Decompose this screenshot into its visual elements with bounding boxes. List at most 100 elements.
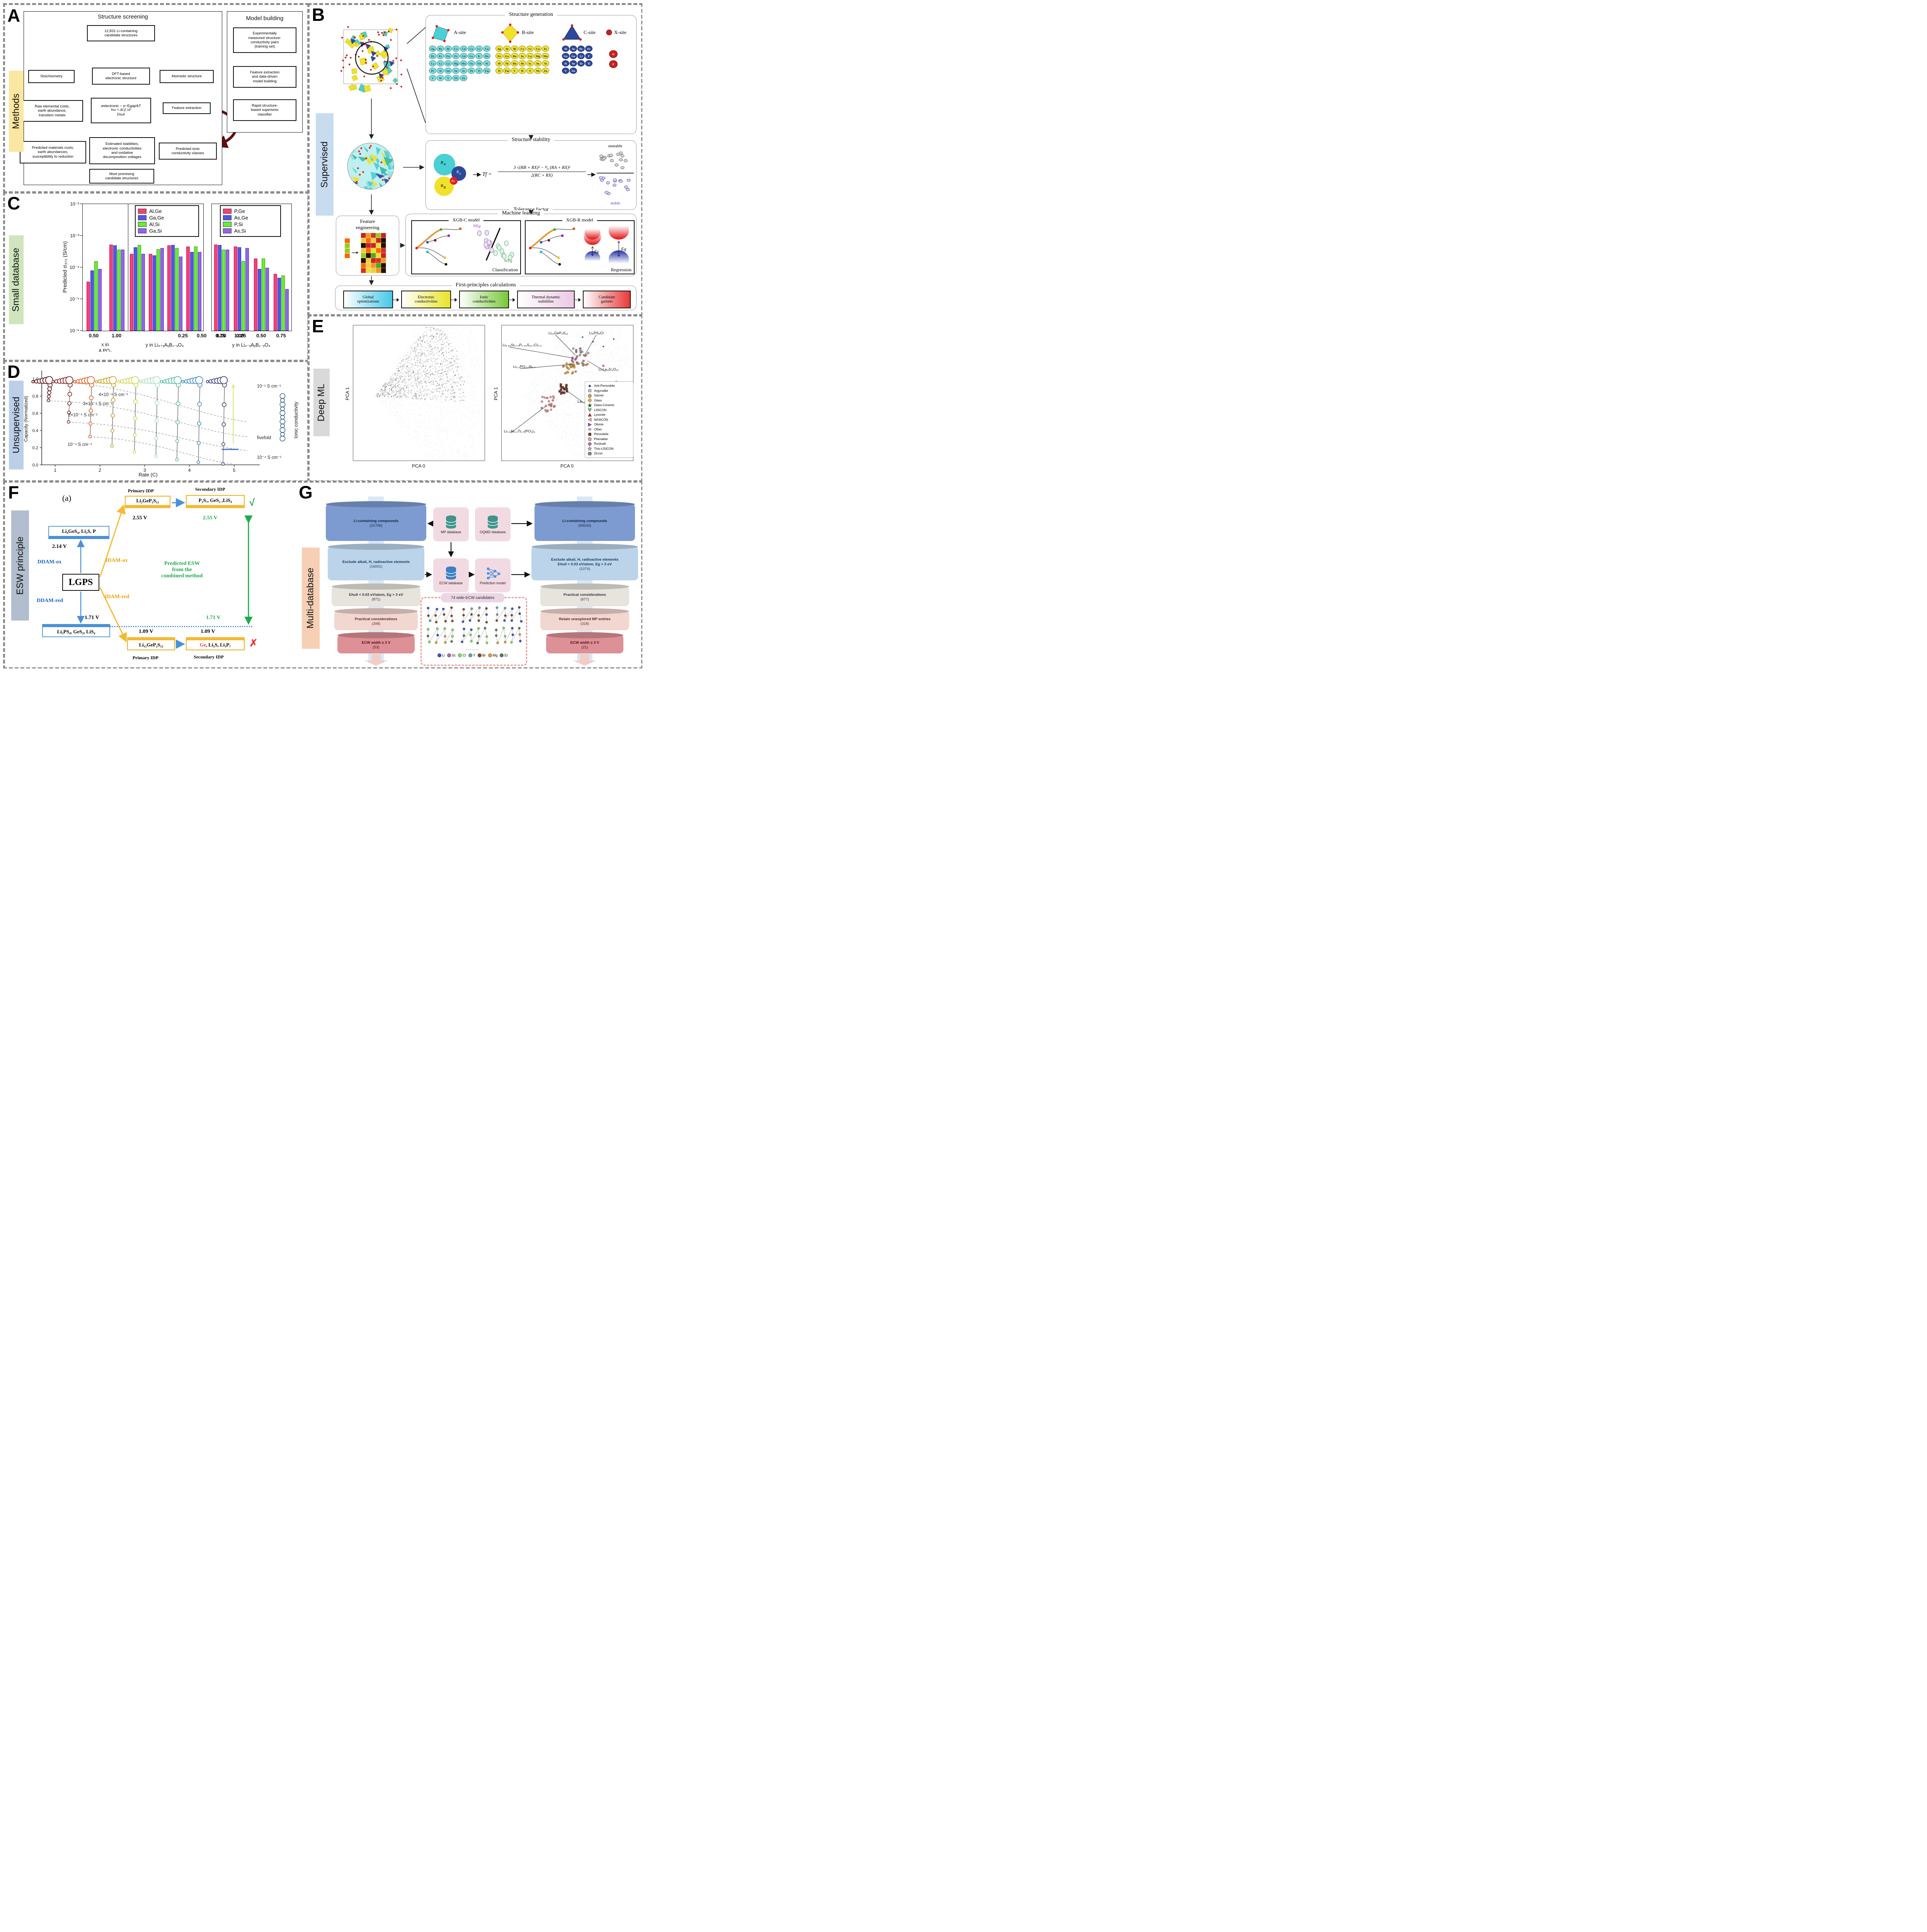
element-chip-Al: Al: [503, 46, 511, 52]
stage-line1: Li-containing compounds: [353, 519, 399, 524]
element-dot-Er: [500, 653, 504, 657]
element-label: Li: [442, 653, 445, 657]
element-chip-Co: Co: [519, 46, 526, 52]
f-ge-red: Ge: [199, 642, 206, 648]
element-chip-Mn: Mn: [542, 53, 549, 59]
bar-y in Li₄₋ᵧAᵧB₁₋ᵧO₄-0.25-1: [238, 247, 242, 331]
phase-legend-label: Zircon: [594, 452, 603, 455]
structure-stability-title: Structure stability: [508, 137, 554, 143]
g-left-stage-2: Ehull < 0.03 eV/atom, Eg > 3 eV(871): [332, 586, 420, 606]
phase-legend-item-Rocksalt: Rocksalt: [587, 442, 631, 446]
ellipse-marker-icon: [588, 428, 591, 431]
element-chip-V: V: [562, 68, 569, 74]
feature-extraction-box: Feature extraction: [163, 102, 211, 114]
element-chip-Ca: Ca: [452, 46, 460, 52]
bar-y in Li₄₊ᵧAᵧB₁₋ᵧO₄-1.00-1: [190, 252, 194, 331]
element-chip-Ag: Ag: [495, 46, 503, 52]
stage-line1: Exclude alkali, H, radioactive elements: [342, 560, 410, 565]
c-caption1: x in: [101, 342, 109, 347]
legend-item-Ga,Si: Ga,Si: [138, 228, 196, 234]
element-legend-Br: Br: [477, 653, 486, 657]
bar-y in Li₄₋ᵧAᵧB₁₋ᵧO₄-0.75-3: [285, 289, 289, 331]
c-xtick-0.75: 0.75: [215, 333, 225, 338]
c-xtick-1.00: 1.00: [111, 333, 122, 338]
element-chip-Si: Si: [437, 68, 444, 74]
f-v171-right: 1.71 V: [206, 615, 221, 621]
phase-legend-label: Other: [594, 427, 602, 431]
element-chip-Yb: Yb: [534, 68, 541, 74]
a-site-label: A-site: [454, 29, 466, 35]
legend-label: Al,Ge: [149, 208, 162, 214]
element-chip-Cr: Cr: [475, 46, 483, 52]
svg-text:Capacity (Normalized): Capacity (Normalized): [23, 396, 29, 442]
element-dot-Br: [477, 653, 482, 657]
triangle-up-marker-icon: [587, 413, 592, 417]
bar-y in Li₄₊ᵧAᵧB₁₋ᵧO₄-0.25-1: [134, 247, 138, 331]
element-chip-Lu: Lu: [526, 53, 534, 59]
f-dotted-line: [110, 626, 252, 627]
structure-generation-box: Structure generation A-site B-site C-sit…: [426, 12, 637, 134]
f-li15-box: Li₁₅GeP₂S₁₂: [127, 637, 175, 650]
garnet-crystal-structure: [340, 26, 402, 93]
element-chip-Tm: Tm: [483, 68, 490, 74]
svg-text:Eg: Eg: [594, 250, 599, 254]
c-ytick-1: 10⁻³: [70, 233, 79, 238]
stage-line1: Retain unexplored MP entries: [559, 617, 611, 622]
element-chip-F: F: [609, 60, 618, 68]
element-legend-Er: Er: [500, 653, 508, 657]
bar-y in Li₄₊ᵧAᵧB₁₋ᵧO₄-0.25-2: [138, 245, 141, 331]
e-xlabel-left: PCA 0: [412, 463, 426, 469]
phase-legend-label: LISICON: [594, 408, 607, 412]
bar-y in Li₄₊ᵧAᵧB₁₋ᵧO₄-1.00-0: [186, 247, 190, 331]
c-xtick-0.75: 0.75: [276, 333, 286, 338]
bar-x in-0.50-0: [86, 282, 90, 331]
f-v171-left: 1.71 V: [85, 615, 99, 621]
stage-line1: Practical considerations: [563, 593, 606, 597]
ecw-database-label: ECW database: [439, 581, 463, 585]
element-chip-Co: Co: [468, 46, 475, 52]
xgbc-tree: [415, 227, 462, 266]
panel-deep-ml: E Deep ML PCA 1 PCA 1 PCA 0 PCA 0 Anti-P…: [308, 315, 642, 482]
model-building-title: Model building: [246, 15, 284, 22]
svg-text:2: 2: [99, 468, 101, 473]
stage-count: (318): [580, 622, 589, 626]
database-icon: [446, 515, 456, 529]
stage-line1: Practical considerations: [355, 617, 397, 622]
triangle-right-marker-icon: [588, 422, 592, 427]
element-chip-Ga: Ga: [503, 53, 511, 59]
dft-box: DFT-based electronic structure: [92, 68, 150, 85]
formula-line1: σelectronic ~ e−Egap/kT: [101, 104, 141, 108]
c-ytick-0: 10⁻²: [70, 201, 79, 207]
svg-text:C: C: [459, 173, 461, 175]
legend-swatch: [138, 215, 146, 220]
machine-learning-title: Machine learning: [498, 210, 544, 216]
element-chip-Sr: Sr: [460, 68, 467, 74]
element-chip-Sn: Sn: [534, 60, 541, 66]
legend-label: P,Ge: [234, 208, 245, 214]
bar-y in Li₄₋ᵧAᵧB₁₋ᵧO₄-0.25-0: [234, 246, 238, 331]
svg-text:R: R: [440, 160, 443, 165]
element-chip-Zn: Zn: [570, 68, 577, 74]
element-label: Sc: [451, 653, 456, 657]
element-label: Cl: [463, 653, 466, 657]
sidebar-deep-ml: Deep ML: [313, 369, 330, 436]
svg-text:A: A: [444, 163, 446, 166]
rapid-classifier-box: Rapid structure- based superionic classi…: [233, 99, 296, 121]
tf-numerator: 3 √(RB + RX)² − ⁴⁄₉ (RA + RX)²: [498, 165, 586, 172]
legend-label: Al,Si: [149, 221, 160, 227]
panel-letter-e: E: [312, 316, 324, 336]
svg-text:10⁻⁴ S cm⁻¹: 10⁻⁴ S cm⁻¹: [68, 442, 92, 447]
svg-text:NEg: NEg: [473, 224, 481, 228]
c-site-label: C-site: [584, 29, 596, 35]
svg-text:0.4: 0.4: [32, 429, 38, 433]
bar-x in-1.00-2: [117, 250, 121, 331]
bar-y in Li₄₊ᵧAᵧB₁₋ᵧO₄-1.00-2: [194, 247, 197, 331]
panel-methods: A Methods Structure screening Model buil…: [3, 3, 309, 193]
element-chip-Tb: Tb: [468, 68, 475, 74]
element-chip-Ba: Ba: [437, 46, 444, 52]
